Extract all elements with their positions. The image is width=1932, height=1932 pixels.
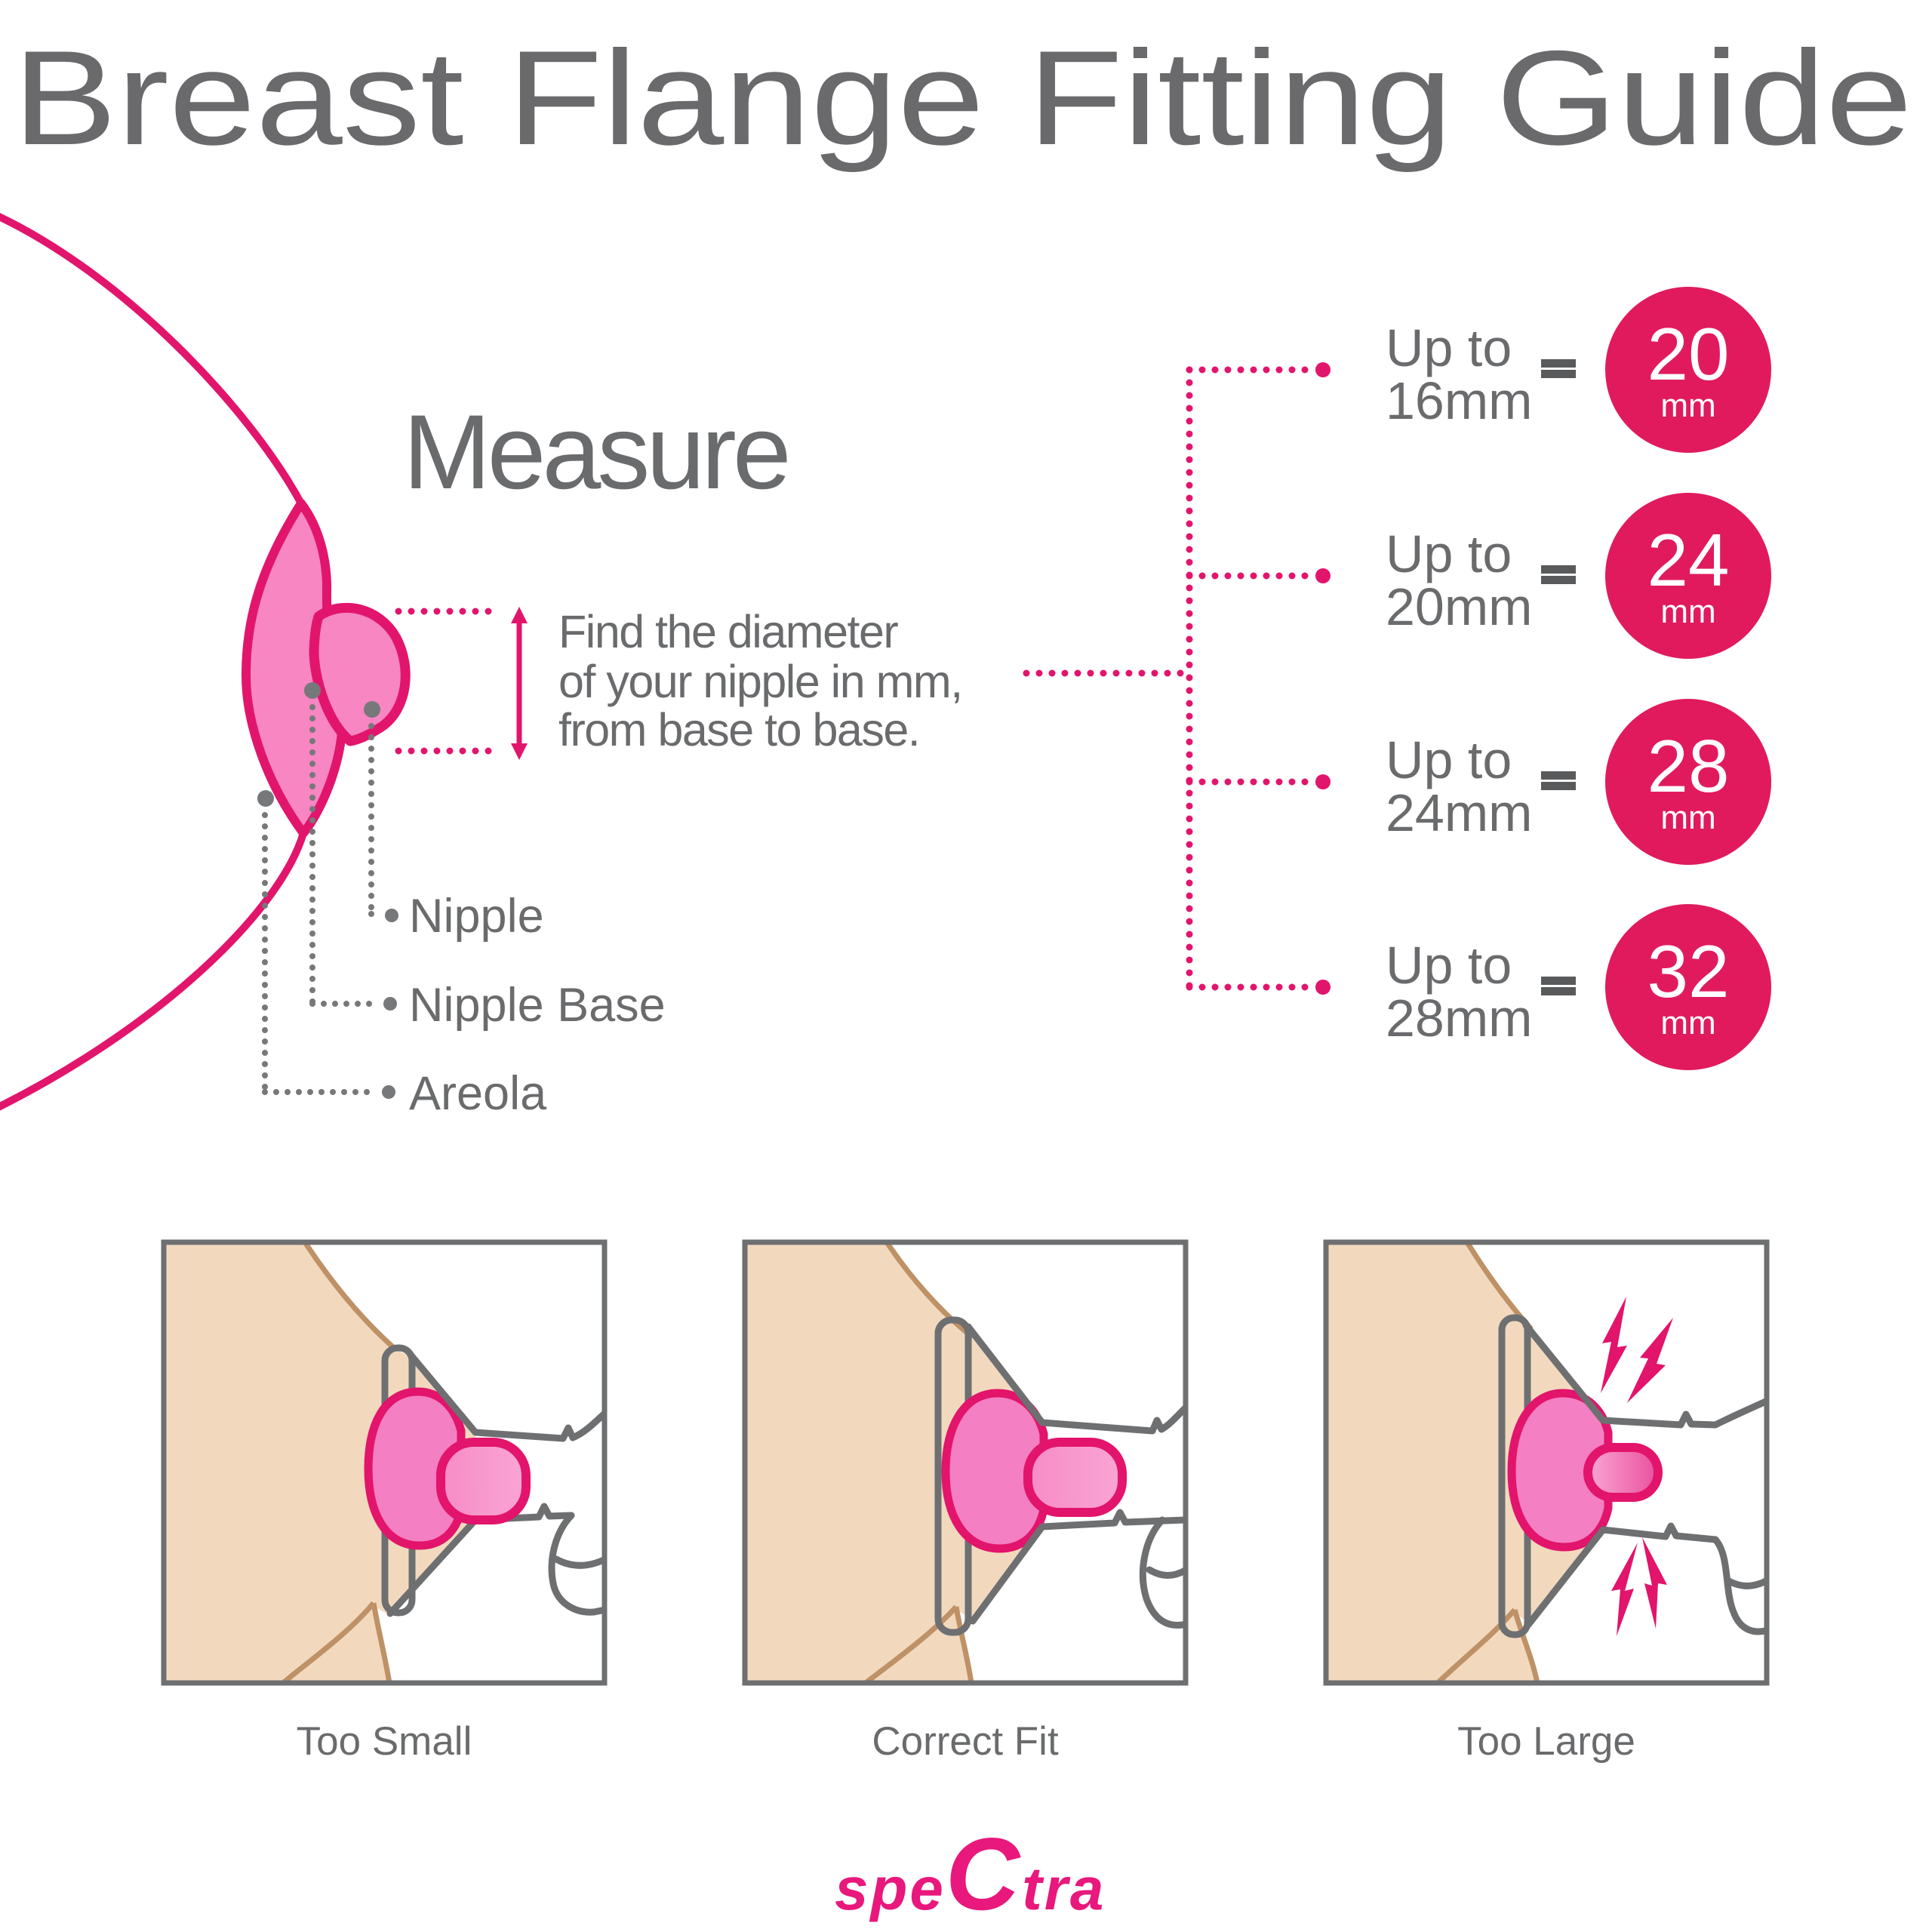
svg-text:Up to: Up to bbox=[1386, 936, 1512, 995]
svg-text:Find the diameter: Find the diameter bbox=[558, 606, 898, 657]
svg-text:from base to base.: from base to base. bbox=[558, 704, 919, 755]
svg-text:28mm: 28mm bbox=[1386, 989, 1532, 1048]
svg-text:mm: mm bbox=[1660, 387, 1715, 424]
svg-text:mm: mm bbox=[1660, 593, 1715, 630]
svg-text:Breast Flange Fitting Guide: Breast Flange Fitting Guide bbox=[13, 23, 1912, 173]
svg-text:20mm: 20mm bbox=[1386, 577, 1532, 636]
svg-text:Nipple Base: Nipple Base bbox=[409, 979, 666, 1032]
svg-text:24mm: 24mm bbox=[1386, 783, 1532, 842]
svg-text:Up to: Up to bbox=[1386, 525, 1512, 583]
svg-text:20: 20 bbox=[1647, 312, 1729, 395]
svg-text:Up to: Up to bbox=[1386, 731, 1512, 789]
svg-text:Nipple: Nipple bbox=[409, 890, 544, 943]
svg-text:Too Large: Too Large bbox=[1457, 1719, 1635, 1764]
svg-text:Too Small: Too Small bbox=[297, 1719, 472, 1764]
svg-text:Correct Fit: Correct Fit bbox=[872, 1719, 1059, 1764]
svg-text:mm: mm bbox=[1660, 1004, 1715, 1041]
svg-text:32: 32 bbox=[1647, 930, 1729, 1013]
svg-text:16mm: 16mm bbox=[1386, 371, 1532, 430]
svg-text:Up to: Up to bbox=[1386, 318, 1512, 377]
svg-text:Areola: Areola bbox=[409, 1067, 547, 1120]
svg-text:of your nipple in mm,: of your nipple in mm, bbox=[558, 656, 962, 707]
svg-text:mm: mm bbox=[1660, 799, 1715, 836]
svg-text:24: 24 bbox=[1647, 518, 1729, 601]
svg-text:Measure: Measure bbox=[403, 392, 788, 511]
svg-text:28: 28 bbox=[1647, 724, 1729, 808]
